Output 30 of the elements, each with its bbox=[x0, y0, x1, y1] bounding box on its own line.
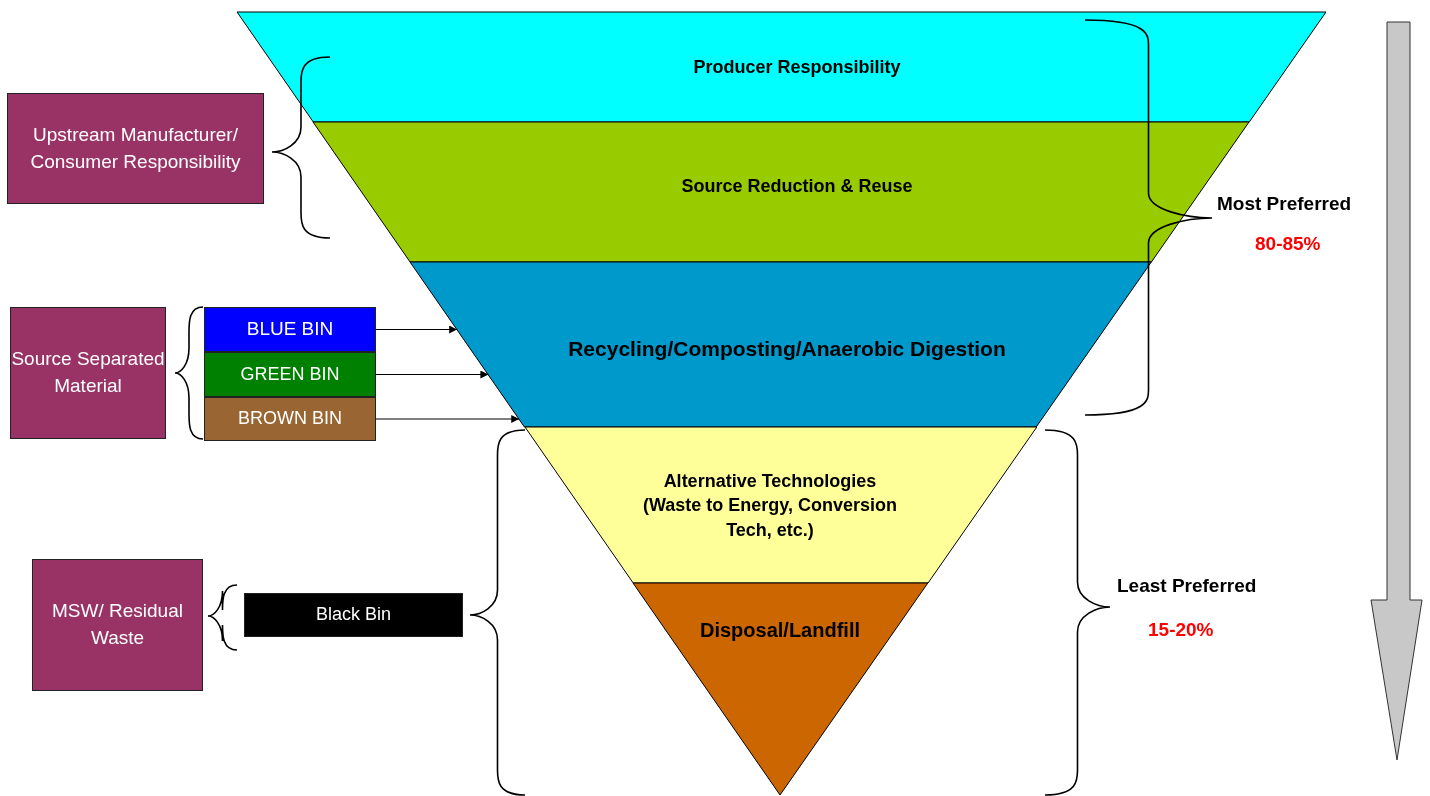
box-label: GREEN BIN bbox=[240, 362, 340, 386]
box-label: BROWN BIN bbox=[238, 407, 342, 431]
bin-box bbox=[204, 307, 376, 352]
box-label: Source Separated Material bbox=[11, 347, 165, 398]
funnel-band bbox=[237, 12, 1326, 122]
box-label: Upstream Manufacturer/ Consumer Responsibility bbox=[29, 122, 242, 174]
arrow bbox=[375, 370, 489, 379]
funnel-band bbox=[410, 262, 1152, 427]
band-label: Alternative Technologies (Waste to Energy, Conversion Tech, etc.) bbox=[641, 469, 898, 542]
category-box bbox=[32, 559, 203, 691]
arrow bbox=[375, 415, 520, 423]
band-label: Source Reduction & Reuse bbox=[681, 174, 913, 198]
funnel-band bbox=[524, 427, 1037, 583]
percentage-label: 80-85% bbox=[1255, 233, 1321, 255]
percentage-label: 15-20% bbox=[1148, 619, 1214, 641]
box-label: MSW/ Residual Waste bbox=[51, 599, 184, 650]
arrow bbox=[375, 325, 458, 334]
bin-box bbox=[204, 397, 376, 441]
category-box bbox=[10, 307, 166, 439]
bin-box bbox=[244, 593, 463, 637]
bin-box bbox=[204, 352, 376, 397]
band-label: Disposal/Landfill bbox=[699, 617, 860, 643]
preference-label: Most Preferred bbox=[1217, 193, 1352, 215]
box-label: BLUE BIN bbox=[246, 317, 334, 342]
band-label: Recycling/Composting/Anaerobic Digestion bbox=[568, 335, 1006, 362]
band-label: Producer Responsibility bbox=[693, 55, 901, 79]
category-box bbox=[7, 93, 264, 204]
preference-label: Least Preferred bbox=[1117, 575, 1257, 597]
funnel-band bbox=[632, 583, 928, 795]
box-label: Black Bin bbox=[315, 603, 391, 627]
